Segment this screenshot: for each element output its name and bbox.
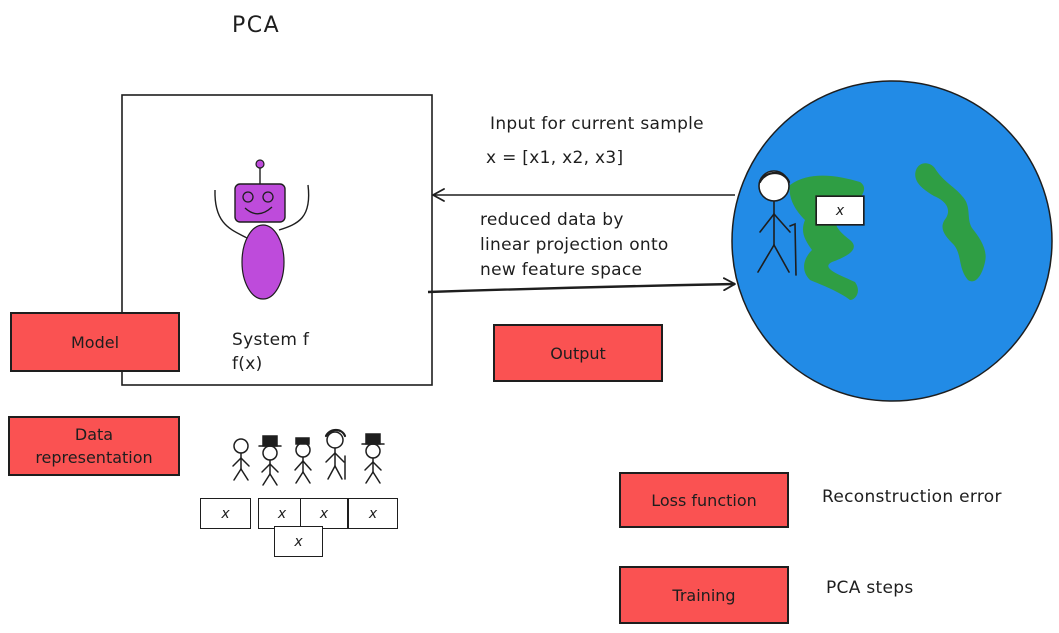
data-representation-concept-box: Data representation bbox=[8, 416, 180, 476]
diagram-title: PCA bbox=[232, 13, 281, 38]
sample-card: x bbox=[274, 526, 323, 557]
loss-function-concept-label: Loss function bbox=[651, 490, 757, 510]
sample-card: x bbox=[300, 498, 348, 529]
output-label-line-3: new feature space bbox=[480, 260, 643, 280]
input-vector-label: x = [x1, x2, x3] bbox=[486, 148, 624, 168]
people-group-icon bbox=[232, 428, 385, 486]
output-label-line-1: reduced data by bbox=[480, 210, 624, 230]
stick-figure-icon bbox=[757, 170, 797, 276]
training-concept-box: Training bbox=[619, 566, 789, 624]
globe-sample-card: x bbox=[816, 196, 864, 225]
loss-function-description: Reconstruction error bbox=[822, 487, 1002, 507]
system-function-label: f(x) bbox=[232, 354, 263, 374]
loss-function-concept-box: Loss function bbox=[619, 472, 789, 528]
sample-card: x bbox=[348, 498, 398, 529]
output-label-line-2: linear projection onto bbox=[480, 235, 669, 255]
data-representation-concept-label: Data representation bbox=[35, 425, 153, 467]
model-concept-label: Model bbox=[70, 332, 120, 352]
system-label: System f bbox=[232, 330, 310, 350]
globe-icon bbox=[731, 80, 1053, 402]
model-concept-box: Model bbox=[10, 312, 180, 372]
output-arrow bbox=[427, 277, 736, 294]
system-box bbox=[121, 94, 433, 386]
training-concept-label: Training bbox=[672, 585, 736, 605]
output-concept-label: Output bbox=[550, 343, 606, 363]
sample-card: x bbox=[258, 498, 306, 529]
output-concept-box: Output bbox=[493, 324, 663, 382]
robot-icon bbox=[214, 159, 310, 300]
input-label: Input for current sample bbox=[490, 114, 704, 134]
sample-card: x bbox=[200, 498, 251, 529]
training-description: PCA steps bbox=[826, 578, 914, 598]
